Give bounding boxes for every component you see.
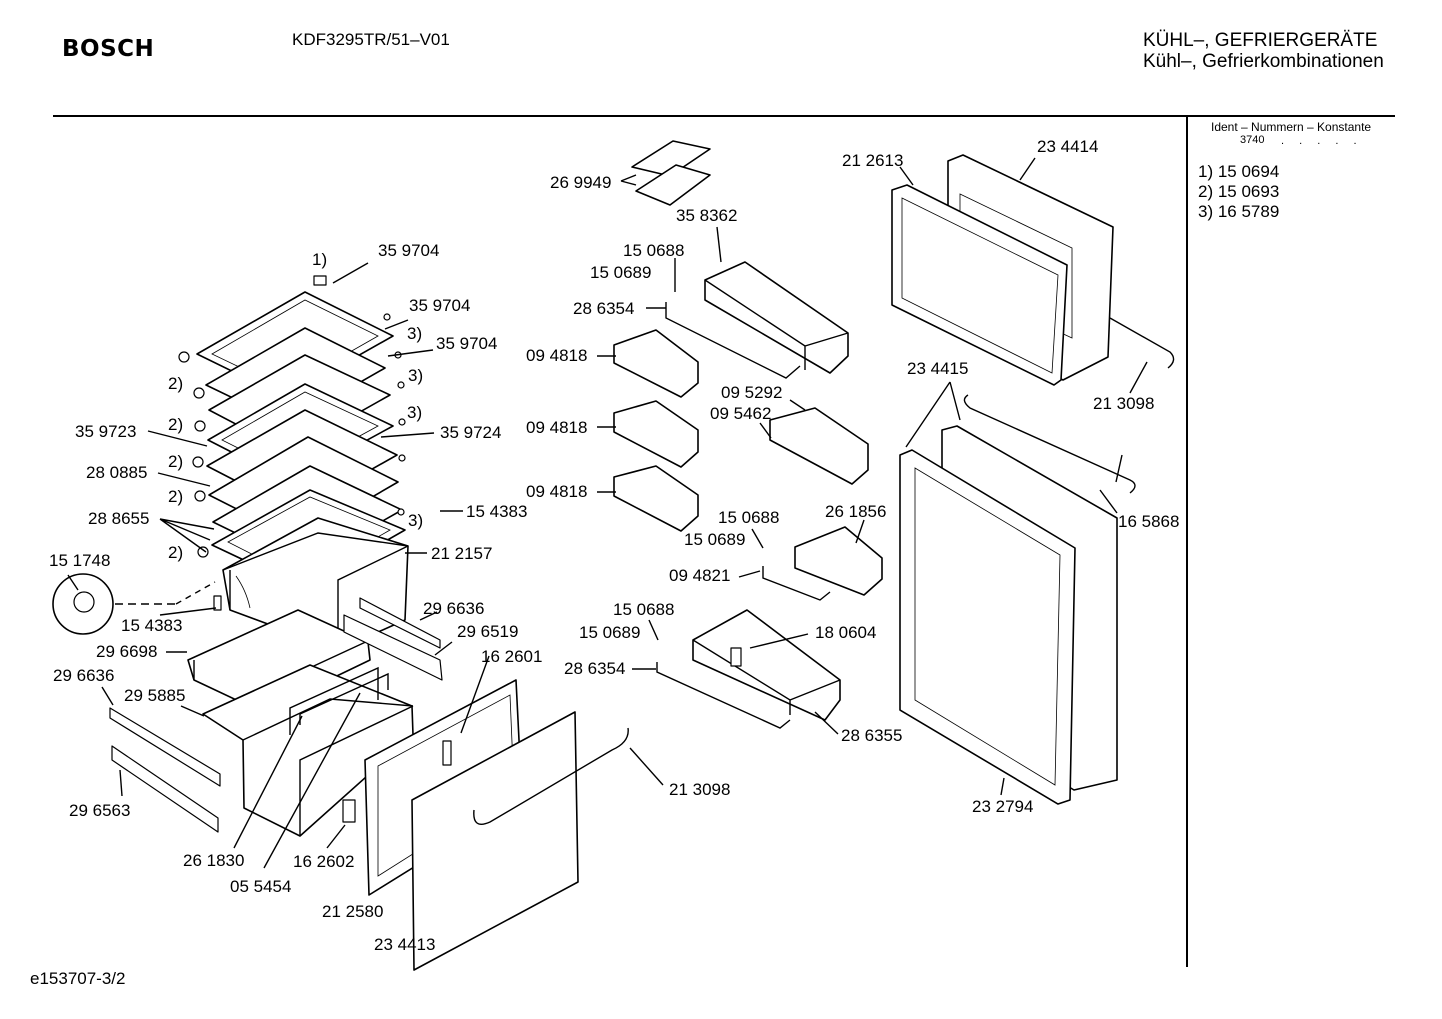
rails — [109, 597, 443, 833]
callout-label: 26 1830 — [183, 851, 244, 870]
callout-label: 15 0688 — [613, 600, 674, 619]
callout-label: 28 6354 — [564, 659, 625, 678]
callout-label: 29 6698 — [96, 642, 157, 661]
callout-label: 3) — [407, 324, 422, 343]
upper-door — [891, 154, 1175, 386]
callout-label: 2) — [168, 487, 183, 506]
callout-label: 23 2794 — [972, 797, 1033, 816]
callout-label: 28 6354 — [573, 299, 634, 318]
footnote-2: 2) 15 0693 — [1198, 182, 1280, 201]
callout-label: 2) — [168, 543, 183, 562]
callout-label: 05 5454 — [230, 877, 291, 896]
callout-label: 35 9704 — [436, 334, 497, 353]
callout-label: 3) — [408, 511, 423, 530]
callout-label: 15 4383 — [121, 616, 182, 635]
door-racks — [613, 261, 883, 721]
callout-label: 29 6636 — [53, 666, 114, 685]
callout-label: 35 9704 — [378, 241, 439, 260]
callout-labels: 35 9704 1) 35 9704 3) 35 9704 3) 2) 2) 3… — [49, 137, 1179, 954]
callout-label: 16 2602 — [293, 852, 354, 871]
callout-label: 2) — [168, 374, 183, 393]
leader-lines — [67, 157, 1148, 869]
egg-trays — [631, 140, 711, 206]
callout-label: 23 4413 — [374, 935, 435, 954]
callout-label: 15 4383 — [466, 502, 527, 521]
callout-label: 09 4818 — [526, 482, 587, 501]
callout-label: 18 0604 — [815, 623, 876, 642]
callout-label: 09 5292 — [721, 383, 782, 402]
lower-door — [899, 394, 1136, 805]
shelf-supports — [178, 275, 406, 558]
crisper-drawer — [187, 609, 414, 837]
ident-dots: . . . . . — [1281, 135, 1363, 147]
callout-label: 09 4818 — [526, 346, 587, 365]
freezer-door-panel — [342, 679, 629, 971]
document-id: e153707-3/2 — [30, 969, 126, 988]
callout-label: 15 0689 — [684, 530, 745, 549]
callout-label: 09 4818 — [526, 418, 587, 437]
callout-label: 1) — [312, 250, 327, 269]
callout-label: 16 2601 — [481, 647, 542, 666]
callout-label: 15 0689 — [579, 623, 640, 642]
model-number: KDF3295TR/51–V01 — [292, 30, 450, 49]
callout-label: 21 3098 — [669, 780, 730, 799]
callout-label: 09 4821 — [669, 566, 730, 585]
category-subtitle: Kühl–, Gefrierkombinationen — [1143, 51, 1384, 72]
ident-number: 3740 — [1240, 134, 1265, 146]
callout-label: 15 0688 — [718, 508, 779, 527]
callout-label: 35 9704 — [409, 296, 470, 315]
ident-panel-divider — [1186, 117, 1188, 967]
callout-label: 29 6636 — [423, 599, 484, 618]
callout-label: 15 0688 — [623, 241, 684, 260]
footnote-3: 3) 16 5789 — [1198, 202, 1280, 221]
callout-label: 21 3098 — [1093, 394, 1154, 413]
callout-label: 3) — [408, 366, 423, 385]
category-title: KÜHL–, GEFRIERGERÄTE — [1143, 30, 1378, 51]
crisper-box-upper — [222, 517, 409, 651]
callout-label: 2) — [168, 452, 183, 471]
callout-label: 16 5868 — [1118, 512, 1179, 531]
callout-label: 21 2157 — [431, 544, 492, 563]
callout-label: 26 9949 — [550, 173, 611, 192]
callout-label: 29 6519 — [457, 622, 518, 641]
callout-label: 15 0689 — [590, 263, 651, 282]
callout-label: 28 0885 — [86, 463, 147, 482]
callout-label: 23 4414 — [1037, 137, 1098, 156]
bottle-stop — [52, 573, 222, 635]
callout-label: 2) — [168, 415, 183, 434]
callout-label: 35 8362 — [676, 206, 737, 225]
callout-label: 35 9723 — [75, 422, 136, 441]
callout-label: 15 1748 — [49, 551, 110, 570]
callout-label: 09 5462 — [710, 404, 771, 423]
callout-label: 26 1856 — [825, 502, 886, 521]
header-rule — [53, 115, 1395, 117]
callout-label: 29 6563 — [69, 801, 130, 820]
brand-logo: BOSCH — [62, 36, 155, 62]
callout-label: 35 9724 — [440, 423, 501, 442]
callout-label: 3) — [407, 403, 422, 422]
footnote-1: 1) 15 0694 — [1198, 162, 1280, 181]
rack-bars — [656, 302, 831, 729]
callout-label: 28 6355 — [841, 726, 902, 745]
ident-heading: Ident – Nummern – Konstante — [1211, 120, 1372, 134]
callout-label: 28 8655 — [88, 509, 149, 528]
callout-label: 29 5885 — [124, 686, 185, 705]
callout-label: 21 2613 — [842, 151, 903, 170]
callout-label: 23 4415 — [907, 359, 968, 378]
callout-label: 21 2580 — [322, 902, 383, 921]
